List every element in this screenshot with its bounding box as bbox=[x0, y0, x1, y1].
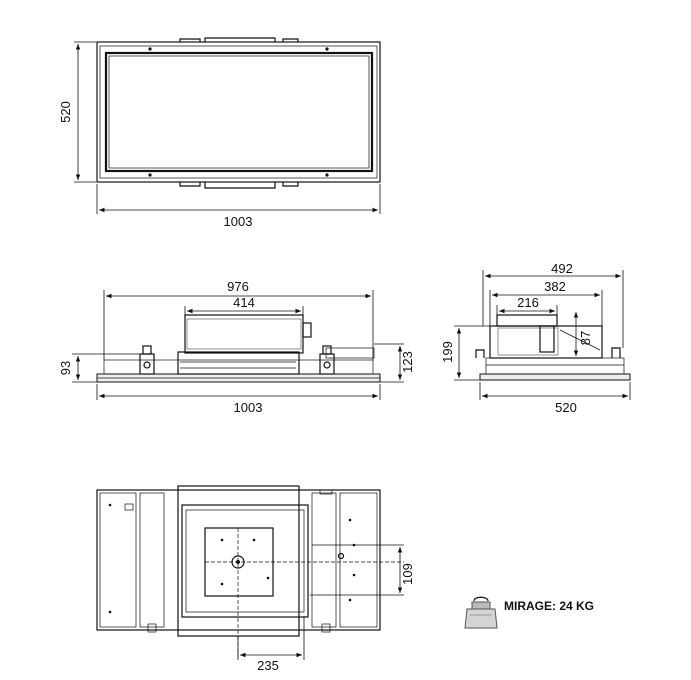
front-duct-dim: 414 bbox=[233, 295, 255, 310]
weight-icon bbox=[464, 596, 498, 629]
side-bottom-width-dim: 520 bbox=[555, 400, 577, 415]
side-dim-382: 382 bbox=[544, 279, 566, 294]
bottom-view: 109 235 bbox=[96, 485, 415, 673]
front-left-height-dim: 93 bbox=[58, 361, 73, 375]
front-right-height-dim: 123 bbox=[400, 351, 415, 373]
bottom-bottom-dim: 235 bbox=[257, 658, 279, 673]
top-view-width-dim: 1003 bbox=[224, 214, 253, 229]
top-view-height-dim: 520 bbox=[58, 101, 73, 123]
side-dim-216: 216 bbox=[517, 295, 539, 310]
side-dim-87: 87 bbox=[578, 331, 593, 345]
bottom-right-dim: 109 bbox=[400, 563, 415, 585]
weight-label: MIRAGE: 24 KG bbox=[504, 599, 594, 613]
side-view: 492 382 216 87 199 520 bbox=[440, 261, 631, 415]
front-view: 976 414 93 123 1003 bbox=[58, 279, 415, 415]
front-bottom-width-dim: 1003 bbox=[234, 400, 263, 415]
side-height-dim: 199 bbox=[440, 341, 455, 363]
top-view: 520 1003 bbox=[58, 37, 381, 229]
side-dim-492: 492 bbox=[551, 261, 573, 276]
front-overall-top-dim: 976 bbox=[227, 279, 249, 294]
